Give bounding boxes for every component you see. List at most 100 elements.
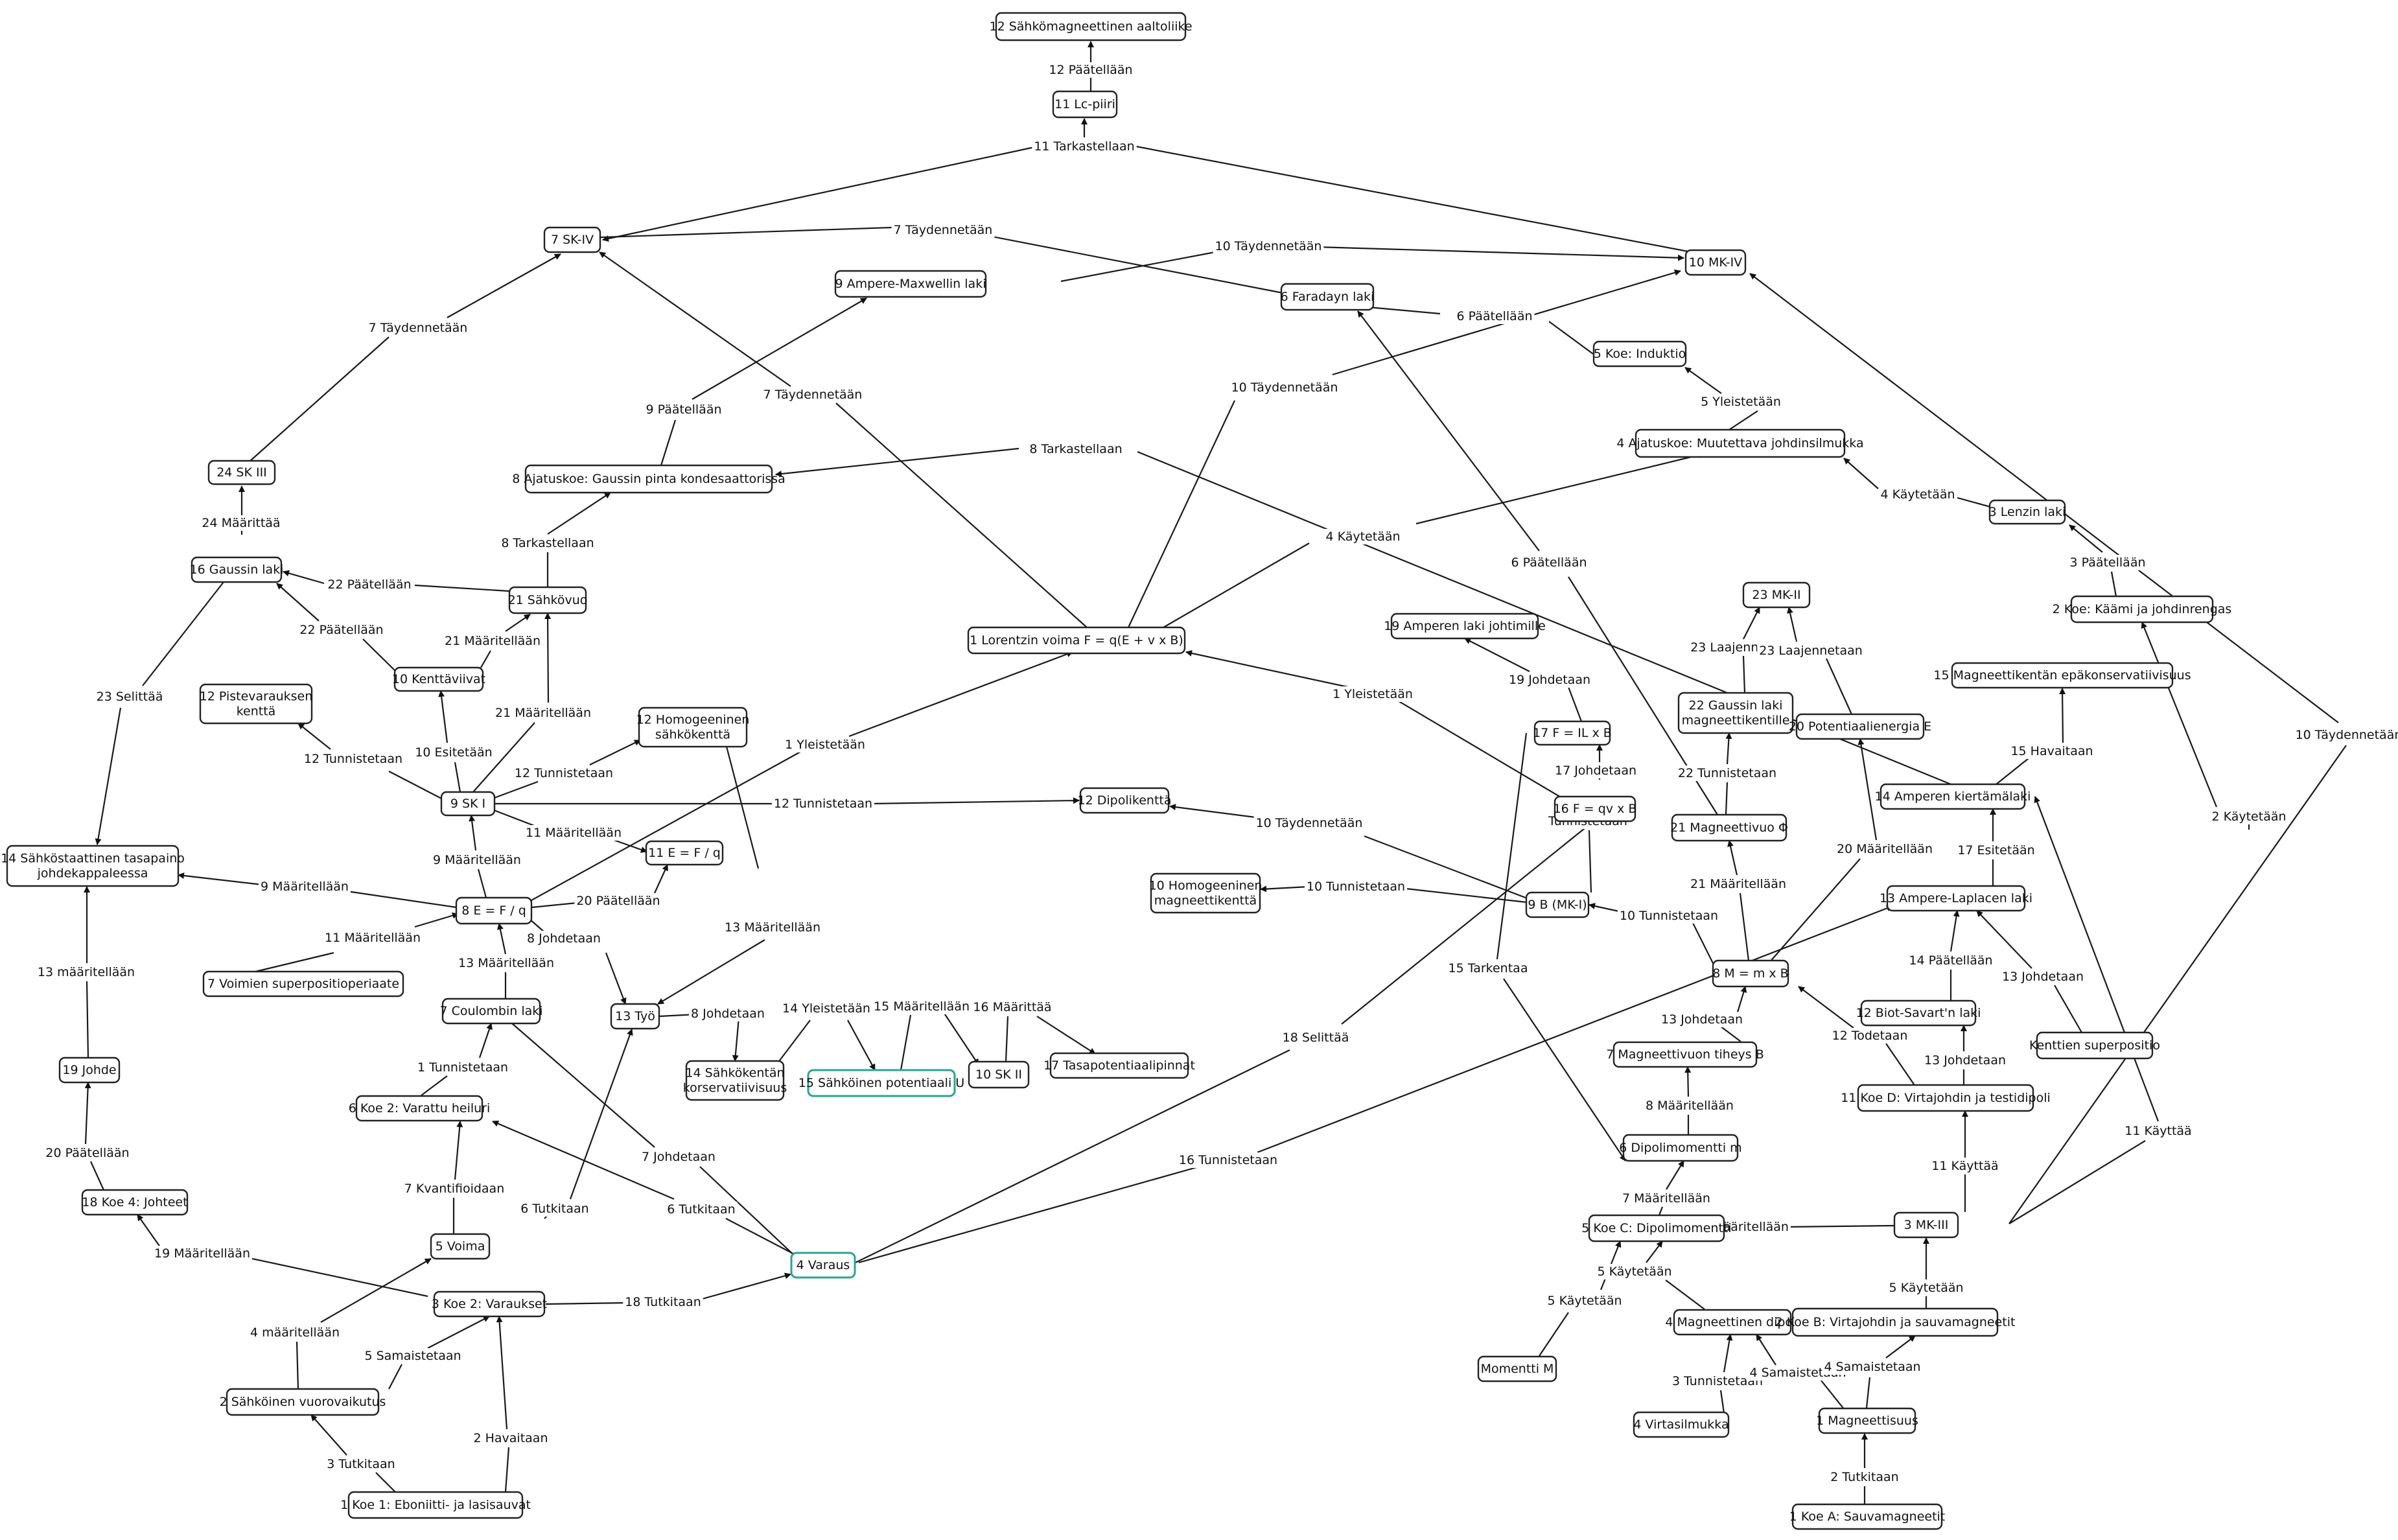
edge-arrow-line <box>1723 1334 1733 1373</box>
node-m-mxb[interactable]: 8 M = m x B <box>1712 959 1789 988</box>
node-sk-i[interactable]: 9 SK I <box>440 791 496 817</box>
node-magneettivuo[interactable]: 21 Magneettivuo Φ <box>1670 813 1788 842</box>
edge-label-bg <box>456 955 557 971</box>
node-koe-varaukset[interactable]: 3 Koe 2: Varaukset <box>432 1290 547 1318</box>
node-label: sähkökenttä <box>655 728 730 742</box>
node-box <box>1684 249 1747 276</box>
edge-arrow-line <box>1976 910 2032 969</box>
edge-arrow-line <box>1950 910 1960 952</box>
node-tyo[interactable]: 13 Työ <box>610 1003 660 1030</box>
node-amperen-kiertamalaki[interactable]: 14 Amperen kiertämälaki <box>1875 783 2031 810</box>
node-johde[interactable]: 19 Johde <box>58 1056 121 1084</box>
node-momentti[interactable]: Momentti M <box>1477 1355 1557 1382</box>
node-koe-d[interactable]: 11 Koe D: Virtajohdin ja testidipoli <box>1841 1084 2051 1112</box>
node-lorentz[interactable]: 1 Lorentzin voima F = q(E + v x B) <box>967 626 1186 655</box>
node-b-mk-i[interactable]: 9 B (MK-I) <box>1525 891 1590 918</box>
node-ampere-johtimille[interactable]: 19 Amperen laki johtimille <box>1384 612 1546 640</box>
edge-label-bg <box>431 852 523 868</box>
node-dipolikentta[interactable]: 12 Dipolikenttä <box>1078 787 1172 814</box>
node-kenttaviivat[interactable]: 10 Kenttäviivat <box>392 666 485 692</box>
node-mk-ii[interactable]: 23 MK-II <box>1742 581 1811 609</box>
node-box <box>1635 428 1846 458</box>
edge-source-line <box>2008 745 2347 1224</box>
edge-label: 2 Tutkitaan <box>1830 1470 1898 1484</box>
node-sk-ii[interactable]: 10 SK II <box>968 1060 1030 1089</box>
edge-arrow-line <box>2059 688 2066 743</box>
node-koe-heiluri[interactable]: 6 Koe 2: Varattu heiluri <box>349 1095 491 1122</box>
node-tasapaino[interactable]: 14 Sähköstaattinen tasapainojohdekappale… <box>1 845 185 887</box>
node-mk-iii[interactable]: 3 MK-III <box>1893 1211 1959 1239</box>
node-label: 11 E = F / q <box>648 846 721 860</box>
node-box <box>202 970 404 998</box>
node-voima[interactable]: 5 Voima <box>430 1233 491 1260</box>
node-f-qvxb[interactable]: 16 F = qv x B <box>1554 795 1637 822</box>
edge-arrow-line <box>1036 1016 1096 1055</box>
node-sahkovuo[interactable]: 21 Sähkövuo <box>508 586 588 614</box>
edge-arrow-line <box>1843 458 1879 489</box>
node-superpositio[interactable]: 7 Voimien superpositioperiaate <box>202 970 404 998</box>
edge-label-bg <box>2067 555 2148 570</box>
edge-label: 11 Käyttää <box>2124 1124 2191 1138</box>
node-mag-epakons[interactable]: 15 Magneettikentän epäkonservatiivisuus <box>1933 662 2191 689</box>
edge-label: 5 Käytetään <box>1597 1265 1671 1279</box>
node-ampere-laplace[interactable]: 13 Ampere-Laplacen laki <box>1880 885 2032 912</box>
edge-label-bg <box>1830 1028 1910 1044</box>
node-koe-c[interactable]: 5 Koe C: Dipolimomentti <box>1581 1214 1732 1242</box>
edge-source-line <box>1865 1377 1871 1408</box>
node-ajatuskoe-gauss[interactable]: 8 Ajatuskoe: Gaussin pinta kondesaattori… <box>512 464 786 494</box>
node-lenz[interactable]: 3 Lenzin laki <box>1989 499 2066 525</box>
node-sahkomag-aaltoliike[interactable]: 12 Sähkömagneettinen aaltoliike <box>989 12 1193 41</box>
node-magneettivuon-tiheys[interactable]: 7 Magneettivuon tiheys B <box>1606 1041 1764 1068</box>
node-faraday[interactable]: 6 Faradayn laki <box>1280 283 1375 311</box>
node-box <box>1477 1355 1557 1382</box>
edge-arrow-line <box>137 1214 163 1250</box>
edge-label-bg <box>1454 309 1535 324</box>
node-sk-iv[interactable]: 7 SK-IV <box>543 226 601 253</box>
node-koe-eboniitti[interactable]: 1 Koe 1: Eboniitti- ja lasisauvat <box>340 1491 531 1519</box>
node-e-fq-11[interactable]: 11 E = F / q <box>645 840 724 866</box>
edge-arrow-line <box>283 570 325 585</box>
edge-label: 22 Päätellään <box>299 623 383 637</box>
edge-source-line <box>1396 699 1569 802</box>
node-magneettisuus[interactable]: 1 Magneettisuus <box>1816 1407 1918 1434</box>
node-dipolimomentti[interactable]: 6 Dipolimomentti m <box>1619 1134 1742 1162</box>
node-vuorovaikutus[interactable]: 2 Sähköinen vuorovaikutus <box>220 1388 386 1416</box>
node-e-fq-8[interactable]: 8 E = F / q <box>455 896 533 925</box>
node-f-ilxb[interactable]: 17 F = IL x B <box>1533 720 1612 746</box>
node-biot-savart[interactable]: 12 Biot-Savart'n laki <box>1856 999 1981 1027</box>
node-varaus[interactable]: 4 Varaus <box>790 1252 856 1279</box>
node-sk-iii[interactable]: 24 SK III <box>207 460 276 485</box>
node-potentiaalienergia[interactable]: 20 Potentiaalienergia E <box>1789 713 1931 740</box>
edge-arrow-line <box>1885 1335 1916 1359</box>
node-ajatuskoe-johdinsilmukka[interactable]: 4 Ajatuskoe: Muutettava johdinsilmukka <box>1616 428 1864 458</box>
edge-source-line <box>2110 571 2117 597</box>
node-label: 10 SK II <box>975 1068 1022 1082</box>
node-gaussin-laki[interactable]: 16 Gaussin laki <box>190 556 284 583</box>
node-coulomb[interactable]: 7 Coulombin laki <box>439 998 543 1025</box>
node-virtasilmukka[interactable]: 4 Virtasilmukka <box>1633 1411 1730 1438</box>
edge-label-bg <box>523 825 624 841</box>
node-box <box>58 1056 121 1084</box>
node-koe-b[interactable]: 2 Koe B: Virtajohdin ja sauvamagneetit <box>1775 1307 2016 1337</box>
node-kenttien-superpositio[interactable]: Kenttien superpositio <box>2029 1031 2160 1060</box>
node-potentiaali-u[interactable]: 15 Sähköinen potentiaali U <box>798 1069 964 1097</box>
node-magn-dipoli[interactable]: 4 Magneettinen dipoli <box>1665 1309 1800 1336</box>
edge-arrow-line <box>599 251 791 387</box>
node-mk-iv[interactable]: 10 MK-IV <box>1684 249 1747 276</box>
node-koe-kaami[interactable]: 2 Koe: Käämi ja johdinrengas <box>2053 595 2232 624</box>
node-tasapotentiaali[interactable]: 17 Tasapotentiaalipinnat <box>1043 1052 1195 1079</box>
node-koe-a[interactable]: 1 Koe A: Sauvamagneetit <box>1789 1503 1946 1530</box>
edge-source-line <box>1742 655 1746 694</box>
edge-label: 1 Yleistetään <box>1333 687 1413 701</box>
edge-label-bg <box>1834 841 1935 857</box>
node-box <box>1280 283 1375 311</box>
node-ampere-maxwell[interactable]: 9 Ampere-Maxwellin laki <box>834 270 987 298</box>
node-lc-piiri[interactable]: 11 Lc-piiri <box>1052 90 1118 119</box>
node-koe-johteet[interactable]: 18 Koe 4: Johteet <box>81 1189 189 1216</box>
node-koe-induktio[interactable]: 5 Koe: Induktio <box>1592 340 1687 368</box>
